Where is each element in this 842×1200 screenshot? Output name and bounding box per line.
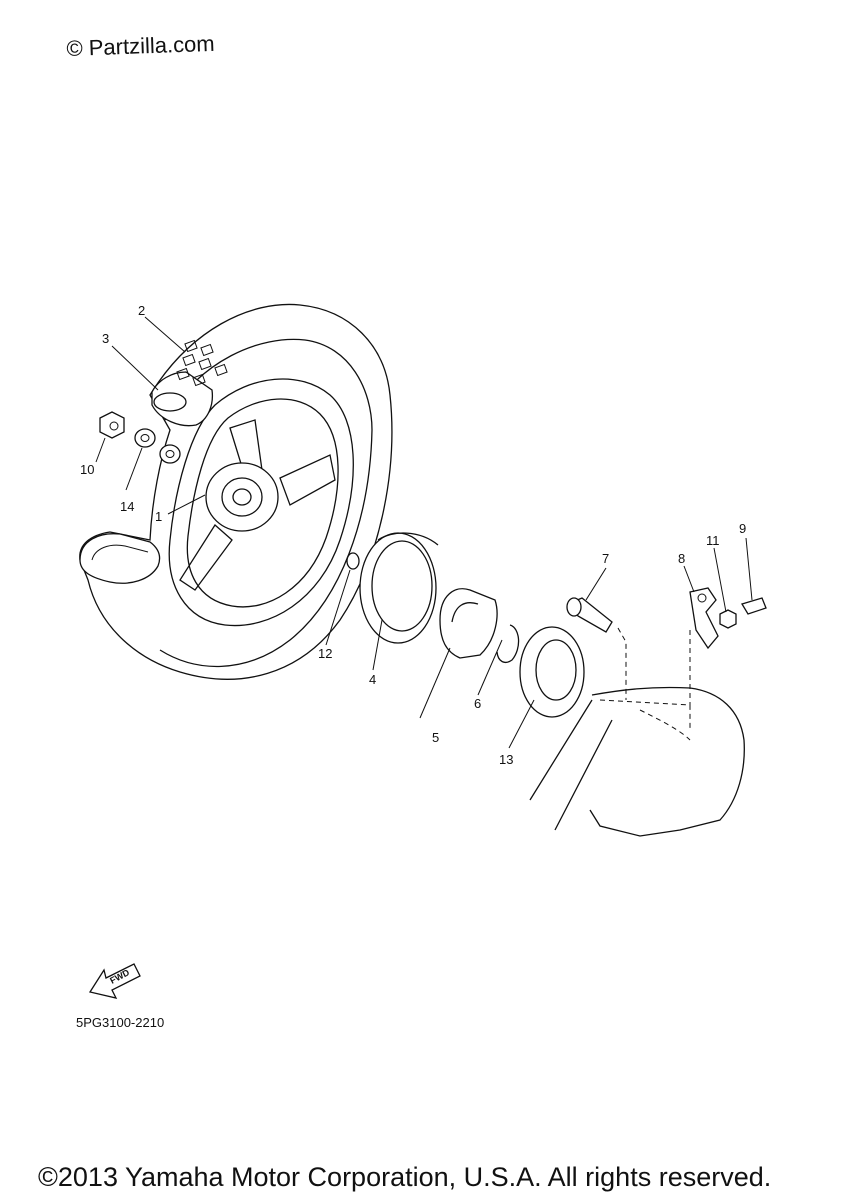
tread-block-d [198, 357, 212, 371]
tire-cutaway [79, 533, 161, 584]
callout-5: 5 [432, 730, 440, 745]
brake-plate-part-13-inner [535, 639, 577, 701]
callout-6: 6 [474, 696, 482, 711]
swingarm-hidden-2 [639, 709, 691, 741]
tread-block-b [200, 343, 214, 357]
callout-2: 2 [138, 303, 146, 318]
axle-bore [232, 488, 252, 506]
brake-drum-inner [371, 540, 433, 632]
brake-lever-part-8-hole [697, 593, 707, 603]
leader-lines [95, 316, 753, 749]
tire-tread-edge [159, 338, 373, 668]
leader-1 [167, 494, 206, 515]
callout-3: 3 [102, 331, 110, 346]
spoke-lower [179, 524, 233, 591]
leader-10 [95, 437, 106, 463]
callout-9: 9 [739, 521, 747, 536]
washer-part-12 [346, 552, 360, 570]
leader-14 [125, 447, 143, 491]
leader-2 [144, 316, 186, 353]
nut-part-10-hole [109, 421, 119, 431]
brake-shoe-part-5 [439, 588, 498, 659]
tread-block-a [184, 339, 198, 353]
bolt-part-9 [741, 597, 767, 615]
tread-block-e [214, 363, 228, 377]
tread-block-g [192, 373, 206, 387]
leader-6 [477, 639, 503, 696]
brake-drum-rim [377, 532, 439, 546]
camshaft-part-7-head [566, 597, 582, 617]
hub-inner [221, 477, 263, 517]
callout-4: 4 [369, 672, 377, 687]
swingarm-reference [529, 627, 745, 837]
tread-block-f [176, 367, 190, 381]
leader-5 [419, 647, 451, 719]
rim-inner [186, 398, 339, 608]
callout-12: 12 [318, 646, 333, 661]
washer-part-14-a [134, 428, 156, 448]
leader-dash-7 [617, 627, 627, 700]
copyright-footer: ©2013 Yamaha Motor Corporation, U.S.A. A… [38, 1162, 772, 1192]
leader-9 [745, 537, 753, 601]
brake-lever-part-8 [689, 587, 719, 650]
valve-sleeve-mouth [153, 392, 187, 412]
tread-block-c [182, 353, 196, 367]
swingarm-body [589, 686, 745, 837]
washer-part-14-b [159, 444, 181, 464]
fwd-arrow: FWD [88, 963, 141, 999]
nut-part-10 [99, 411, 125, 439]
nut-part-11 [719, 609, 737, 629]
leader-11 [713, 547, 727, 613]
leader-12 [325, 569, 351, 646]
leader-7 [585, 567, 607, 601]
wheel-tire-assembly [79, 303, 393, 680]
spoke-right [279, 454, 336, 506]
washer-part-14-b-hole [165, 450, 175, 458]
washer-part-14-a-hole [140, 434, 150, 442]
brake-shoe-part-5-lining [451, 602, 479, 623]
callout-14: 14 [120, 499, 135, 514]
circlip-part-6 [496, 624, 520, 663]
leader-13 [508, 699, 535, 749]
fwd-arrow-shape [88, 963, 141, 999]
callout-1: 1 [155, 509, 163, 524]
callout-8: 8 [678, 551, 686, 566]
leader-3 [111, 345, 159, 391]
diagram-code: 5PG3100-2210 [76, 1015, 165, 1030]
rim-outer [168, 378, 354, 627]
tire-cutaway-ply [91, 544, 149, 561]
callout-11: 11 [706, 533, 720, 548]
callout-10: 10 [80, 462, 95, 477]
leader-4 [372, 619, 383, 671]
callout-7: 7 [602, 551, 610, 566]
swingarm-hidden-1 [599, 699, 691, 730]
swingarm-arm [529, 699, 613, 831]
leader-8 [683, 565, 695, 593]
callout-13: 13 [499, 752, 514, 767]
